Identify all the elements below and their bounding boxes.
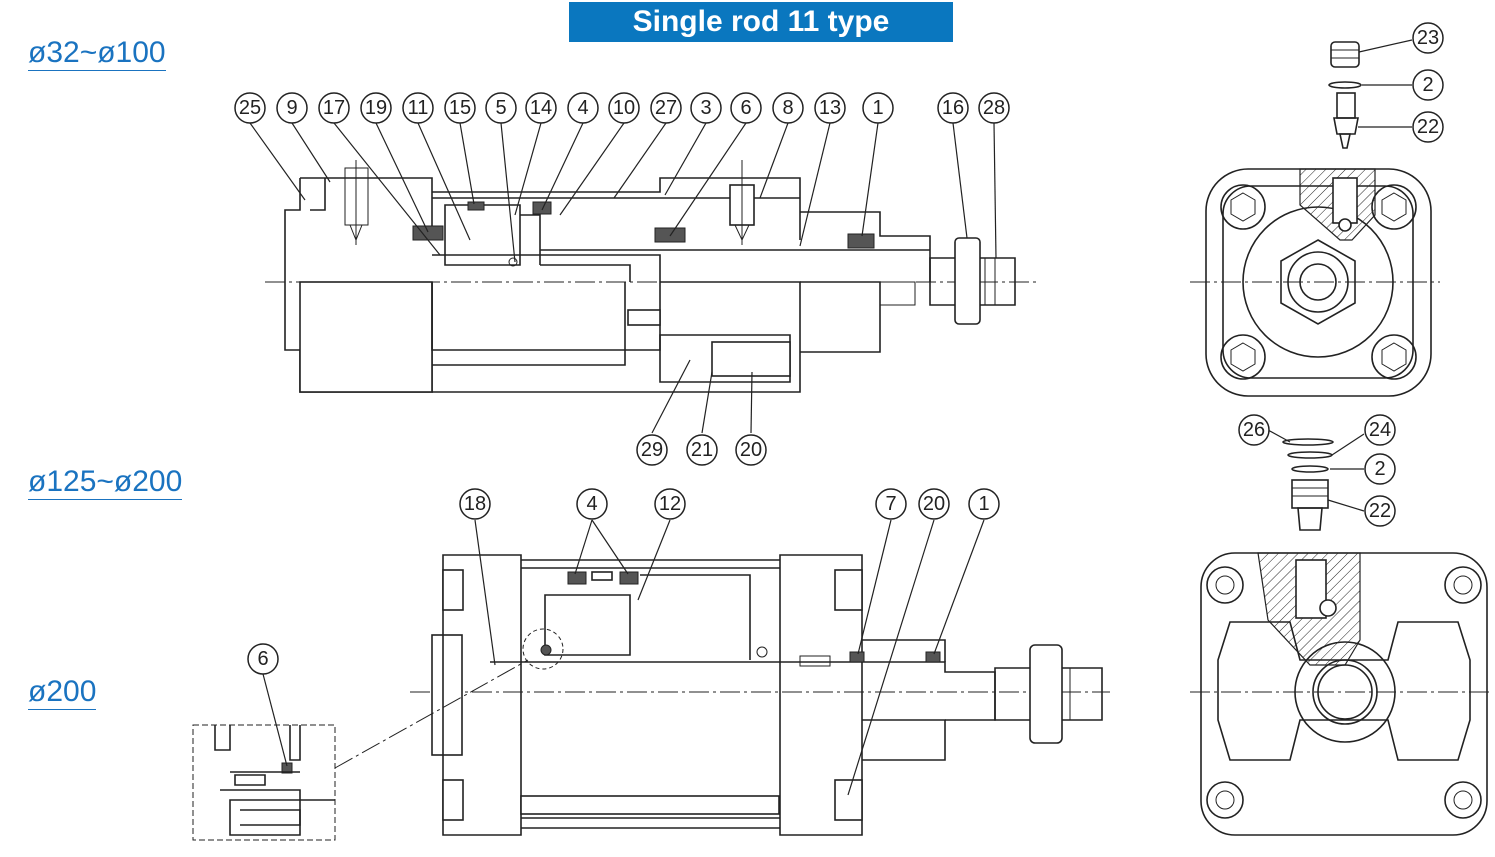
title-banner: Single rod 11 type [569,2,953,42]
svg-text:14: 14 [530,97,552,119]
callout-23: 23 [1412,22,1444,54]
svg-text:23: 23 [1417,27,1439,49]
svg-text:9: 9 [286,97,297,119]
callout-2: 2 [1412,69,1444,101]
callout-1: 1 [862,92,894,124]
svg-text:15: 15 [449,97,471,119]
svg-text:24: 24 [1369,419,1391,441]
top-section-view [265,160,1040,393]
svg-text:2: 2 [1374,458,1385,480]
svg-text:1: 1 [872,97,883,119]
svg-text:6: 6 [257,648,268,670]
svg-text:20: 20 [740,439,762,461]
detail-view: 6 [192,643,529,841]
svg-text:11: 11 [408,97,429,119]
page-title: Single rod 11 type [632,5,890,38]
svg-text:3: 3 [700,97,711,119]
callout-8: 8 [772,92,804,124]
callout-6: 6 [247,643,279,675]
svg-text:2: 2 [1422,74,1433,96]
callout-29: 29 [636,434,668,466]
svg-text:7: 7 [885,493,896,515]
callout-22: 22 [1364,495,1396,527]
svg-text:22: 22 [1417,116,1439,138]
svg-text:26: 26 [1243,419,1265,441]
callout-4: 4 [567,92,599,124]
callout-28: 28 [978,92,1010,124]
callout-16: 16 [937,92,969,124]
svg-text:4: 4 [577,97,588,119]
svg-text:28: 28 [983,97,1005,119]
callout-19: 19 [360,92,392,124]
svg-text:21: 21 [691,439,713,461]
callout-9: 9 [276,92,308,124]
svg-text:19: 19 [365,97,387,119]
svg-text:17: 17 [323,97,345,119]
callout-7: 7 [875,488,907,520]
svg-text:25: 25 [239,97,261,119]
svg-text:12: 12 [659,493,681,515]
callout-17: 17 [318,92,350,124]
svg-text:6: 6 [740,97,751,119]
right-end-view-top: 23 2 22 [1190,22,1444,397]
callout-25: 25 [234,92,266,124]
callout-1: 1 [968,488,1000,520]
callout-21: 21 [686,434,718,466]
svg-text:8: 8 [782,97,793,119]
svg-text:27: 27 [655,97,677,119]
callout-10: 10 [608,92,640,124]
top-callouts: 25 9 17 19 11 15 5 14 4 10 27 3 6 8 13 1… [234,92,1010,466]
svg-text:22: 22 [1369,500,1391,522]
callout-5: 5 [485,92,517,124]
svg-text:1: 1 [978,493,989,515]
svg-text:4: 4 [586,493,597,515]
callout-24: 24 [1364,414,1396,446]
right-end-view-bottom: 26 24 2 22 [1190,414,1490,836]
callout-27: 27 [650,92,682,124]
middle-callouts: 18 4 12 7 20 1 [459,488,1000,520]
svg-text:16: 16 [942,97,964,119]
svg-text:13: 13 [819,97,841,119]
callout-14: 14 [525,92,557,124]
callout-11: 11 [402,92,434,124]
callout-12: 12 [654,488,686,520]
size-label-32-100: ø32~ø100 [28,36,166,71]
svg-text:18: 18 [464,493,486,515]
svg-text:20: 20 [923,493,945,515]
callout-4: 4 [576,488,608,520]
callout-18: 18 [459,488,491,520]
callout-22: 22 [1412,111,1444,143]
callout-20: 20 [918,488,950,520]
size-label-200: ø200 [28,675,97,710]
svg-text:5: 5 [495,97,506,119]
callout-3: 3 [690,92,722,124]
callout-2: 2 [1364,453,1396,485]
middle-callout-leaders [474,519,985,796]
size-label-125-200: ø125~ø200 [28,465,183,500]
callout-26: 26 [1238,414,1270,446]
callout-20: 20 [735,434,767,466]
top-callout-leaders [249,122,997,434]
middle-section-view [410,554,1110,836]
callout-13: 13 [814,92,846,124]
svg-text:29: 29 [641,439,663,461]
svg-text:10: 10 [613,97,635,119]
callout-15: 15 [444,92,476,124]
callout-6: 6 [730,92,762,124]
